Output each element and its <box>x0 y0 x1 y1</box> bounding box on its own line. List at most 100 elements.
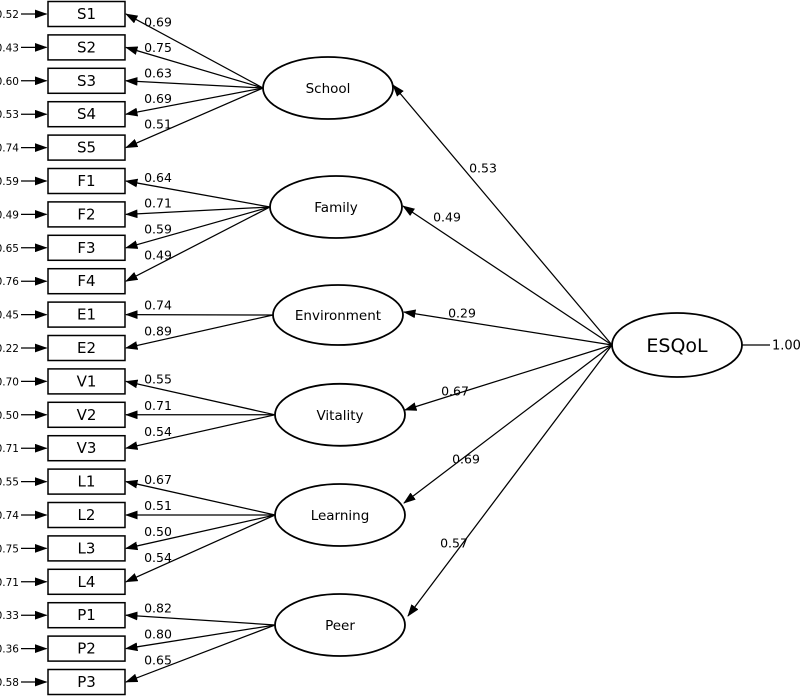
indicator-box-L2 <box>47 501 126 529</box>
error-value-V1: 0.70 <box>0 376 19 388</box>
loading-value-S4: 0.69 <box>144 91 172 106</box>
loading-arrow-F1 <box>125 178 271 208</box>
indicator-label-F1: F1 <box>77 172 95 190</box>
loading-arrow-L1 <box>125 479 276 516</box>
indicator-box-V3 <box>47 434 126 462</box>
loading-arrow-P1 <box>125 611 276 626</box>
indicator-label-S2: S2 <box>77 38 96 56</box>
path-coefficient-environment: 0.29 <box>448 306 476 321</box>
indicator-label-L2: L2 <box>78 506 96 524</box>
indicator-label-F4: F4 <box>77 272 95 290</box>
loading-value-L2: 0.51 <box>144 498 172 513</box>
path-arrow-peer <box>407 344 613 617</box>
path-coefficient-family: 0.49 <box>433 210 461 225</box>
loading-arrow-F4 <box>125 206 271 282</box>
loading-arrow-P2 <box>125 624 276 652</box>
loading-arrow-V1 <box>125 379 276 416</box>
factor-label-peer: Peer <box>325 618 355 634</box>
path-coefficient-learning: 0.69 <box>452 452 480 467</box>
loading-value-V3: 0.54 <box>144 424 172 439</box>
indicator-box-S2 <box>47 34 126 61</box>
loading-arrow-S2 <box>125 46 264 89</box>
indicator-box-F4 <box>47 267 126 295</box>
indicator-label-L1: L1 <box>78 473 96 491</box>
error-value-L1: 0.55 <box>0 477 19 489</box>
indicator-label-F2: F2 <box>77 205 95 223</box>
indicator-box-S4 <box>47 100 126 128</box>
loading-arrow-S1 <box>125 13 264 89</box>
indicator-box-P1 <box>47 601 126 629</box>
error-value-L2: 0.74 <box>0 510 19 522</box>
error-value-E1: 0.45 <box>0 310 19 322</box>
indicator-box-P2 <box>47 635 126 662</box>
indicator-box-F1 <box>47 167 126 195</box>
indicator-box-P3 <box>47 668 126 696</box>
loading-arrow-F3 <box>125 206 271 249</box>
indicator-label-P2: P2 <box>77 640 96 658</box>
error-value-P1: 0.33 <box>0 610 19 622</box>
error-value-P3: 0.58 <box>0 677 19 689</box>
indicator-label-S5: S5 <box>77 139 96 157</box>
loading-value-P3: 0.65 <box>144 652 172 667</box>
loading-arrow-S3 <box>125 77 264 89</box>
loading-value-F2: 0.71 <box>144 196 172 211</box>
indicator-label-E1: E1 <box>77 306 96 324</box>
loading-value-F3: 0.59 <box>144 222 172 237</box>
error-value-L4: 0.71 <box>0 577 19 589</box>
error-value-S5: 0.74 <box>0 143 19 155</box>
loading-value-S2: 0.75 <box>144 40 172 55</box>
error-value-L3: 0.75 <box>0 543 19 555</box>
factor-label-vitality: Vitality <box>316 408 363 424</box>
loading-value-V1: 0.55 <box>144 372 172 387</box>
loading-value-E1: 0.74 <box>144 298 172 313</box>
path-arrow-family <box>402 205 613 346</box>
factor-label-school: School <box>306 81 351 97</box>
loading-value-E2: 0.89 <box>144 324 172 339</box>
loading-value-F1: 0.64 <box>144 170 172 185</box>
indicator-box-S3 <box>47 67 126 95</box>
loading-value-V2: 0.71 <box>144 398 172 413</box>
indicator-label-P1: P1 <box>77 606 96 624</box>
error-value-F4: 0.76 <box>0 276 19 288</box>
factor-label-learning: Learning <box>311 508 370 524</box>
indicator-label-P3: P3 <box>77 673 96 691</box>
error-value-E2: 0.22 <box>0 343 19 355</box>
factor-label-environment: Environment <box>295 308 381 324</box>
indicator-box-L4 <box>47 568 126 596</box>
path-coefficient-vitality: 0.67 <box>441 384 469 399</box>
indicator-label-V2: V2 <box>77 406 97 424</box>
error-value-V2: 0.50 <box>0 410 19 422</box>
loading-arrow-L4 <box>125 514 276 583</box>
factor-label-family: Family <box>314 200 357 216</box>
indicator-label-S1: S1 <box>77 5 96 23</box>
loading-value-F4: 0.49 <box>144 247 172 262</box>
indicator-label-S4: S4 <box>77 105 96 123</box>
indicator-label-F3: F3 <box>77 239 95 257</box>
indicator-label-L4: L4 <box>78 573 96 591</box>
path-coefficient-school: 0.53 <box>469 161 497 176</box>
indicator-box-E2 <box>47 334 126 362</box>
variance-value: 1.00 <box>772 339 800 354</box>
indicator-box-S1 <box>47 0 126 28</box>
indicator-box-V2 <box>47 401 126 429</box>
esqol-label: ESQoL <box>646 335 708 357</box>
error-value-S3: 0.60 <box>0 76 19 88</box>
error-value-F2: 0.49 <box>0 209 19 221</box>
error-value-F1: 0.59 <box>0 176 19 188</box>
indicator-label-E2: E2 <box>77 339 96 357</box>
loading-value-L3: 0.50 <box>144 524 172 539</box>
path-arrow-vitality <box>404 344 613 411</box>
loading-arrow-L3 <box>125 514 276 551</box>
path-arrow-learning <box>403 344 613 504</box>
indicator-label-V1: V1 <box>77 372 97 390</box>
loading-value-P2: 0.80 <box>144 626 172 641</box>
indicator-box-L1 <box>47 468 126 495</box>
error-value-S2: 0.43 <box>0 42 19 54</box>
loading-arrow-E2 <box>125 314 274 350</box>
loading-value-P1: 0.82 <box>144 600 172 615</box>
error-value-V3: 0.71 <box>0 443 19 455</box>
indicator-box-F2 <box>47 201 126 228</box>
loading-value-L4: 0.54 <box>144 550 172 565</box>
